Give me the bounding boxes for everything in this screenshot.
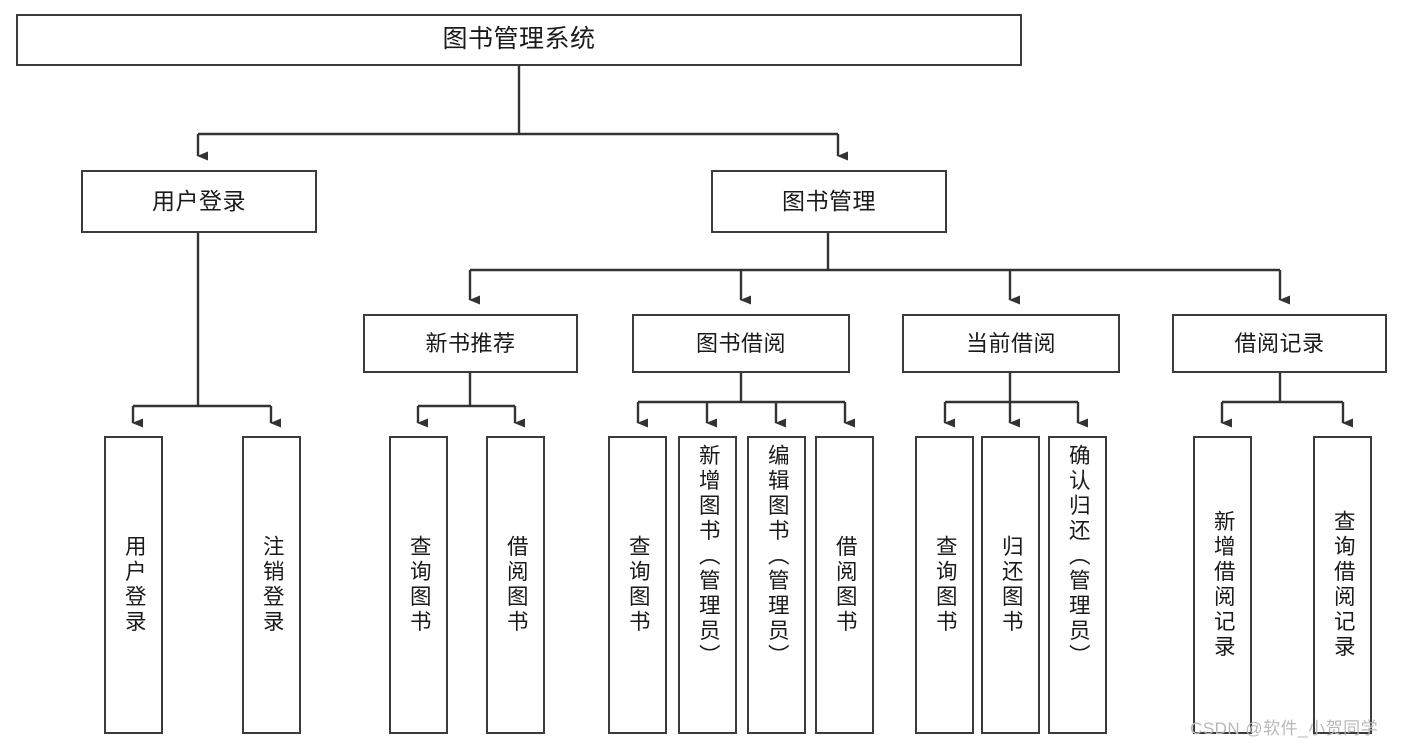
node-leaf-return-book-label: 归还图书 [999, 535, 1024, 635]
node-root-book-management-system[interactable]: 图书管理系统 [16, 14, 1022, 66]
node-leaf-confirm-return[interactable]: 确认归还（管理员） [1048, 436, 1107, 734]
node-leaf-borrow-book-2-label: 借阅图书 [833, 535, 858, 635]
node-leaf-edit-book[interactable]: 编辑图书（管理员） [747, 436, 806, 734]
node-current-borrow[interactable]: 当前借阅 [902, 314, 1120, 373]
node-root-label: 图书管理系统 [442, 25, 596, 54]
node-book-management[interactable]: 图书管理 [711, 170, 947, 233]
node-leaf-query-record-label: 查询借阅记录 [1331, 510, 1356, 660]
node-current-borrow-label: 当前借阅 [965, 330, 1056, 356]
node-leaf-user-login[interactable]: 用户登录 [104, 436, 163, 734]
node-leaf-query-book-1-label: 查询图书 [407, 535, 432, 635]
node-leaf-add-record-label: 新增借阅记录 [1211, 510, 1236, 660]
node-leaf-add-book-label: 新增图书（管理员） [696, 444, 721, 669]
node-new-book-recommend[interactable]: 新书推荐 [363, 314, 578, 373]
node-leaf-user-login-label: 用户登录 [122, 535, 147, 635]
node-book-borrow-label: 图书借阅 [695, 330, 786, 356]
node-leaf-query-book-2[interactable]: 查询图书 [608, 436, 667, 734]
node-borrow-record[interactable]: 借阅记录 [1172, 314, 1387, 373]
node-user-login-label: 用户登录 [152, 187, 246, 214]
node-leaf-logout-label: 注销登录 [260, 535, 285, 635]
node-leaf-add-book[interactable]: 新增图书（管理员） [678, 436, 737, 734]
node-book-management-label: 图书管理 [782, 187, 876, 214]
node-leaf-confirm-return-label: 确认归还（管理员） [1066, 444, 1091, 669]
node-leaf-query-book-2-label: 查询图书 [626, 535, 651, 635]
node-leaf-borrow-book-1-label: 借阅图书 [504, 535, 529, 635]
node-new-book-recommend-label: 新书推荐 [425, 330, 516, 356]
node-leaf-query-book-3-label: 查询图书 [933, 535, 958, 635]
node-leaf-borrow-book-2[interactable]: 借阅图书 [815, 436, 874, 734]
node-leaf-return-book[interactable]: 归还图书 [981, 436, 1040, 734]
node-book-borrow[interactable]: 图书借阅 [632, 314, 850, 373]
node-leaf-edit-book-label: 编辑图书（管理员） [765, 444, 790, 669]
node-leaf-query-book-3[interactable]: 查询图书 [915, 436, 974, 734]
watermark: CSDN @软件_小贺同学 [1190, 719, 1379, 738]
node-leaf-borrow-book-1[interactable]: 借阅图书 [486, 436, 545, 734]
node-user-login[interactable]: 用户登录 [81, 170, 317, 233]
node-leaf-logout[interactable]: 注销登录 [242, 436, 301, 734]
node-leaf-query-record[interactable]: 查询借阅记录 [1313, 436, 1372, 734]
node-leaf-add-record[interactable]: 新增借阅记录 [1193, 436, 1252, 734]
node-borrow-record-label: 借阅记录 [1234, 330, 1325, 356]
node-leaf-query-book-1[interactable]: 查询图书 [389, 436, 448, 734]
